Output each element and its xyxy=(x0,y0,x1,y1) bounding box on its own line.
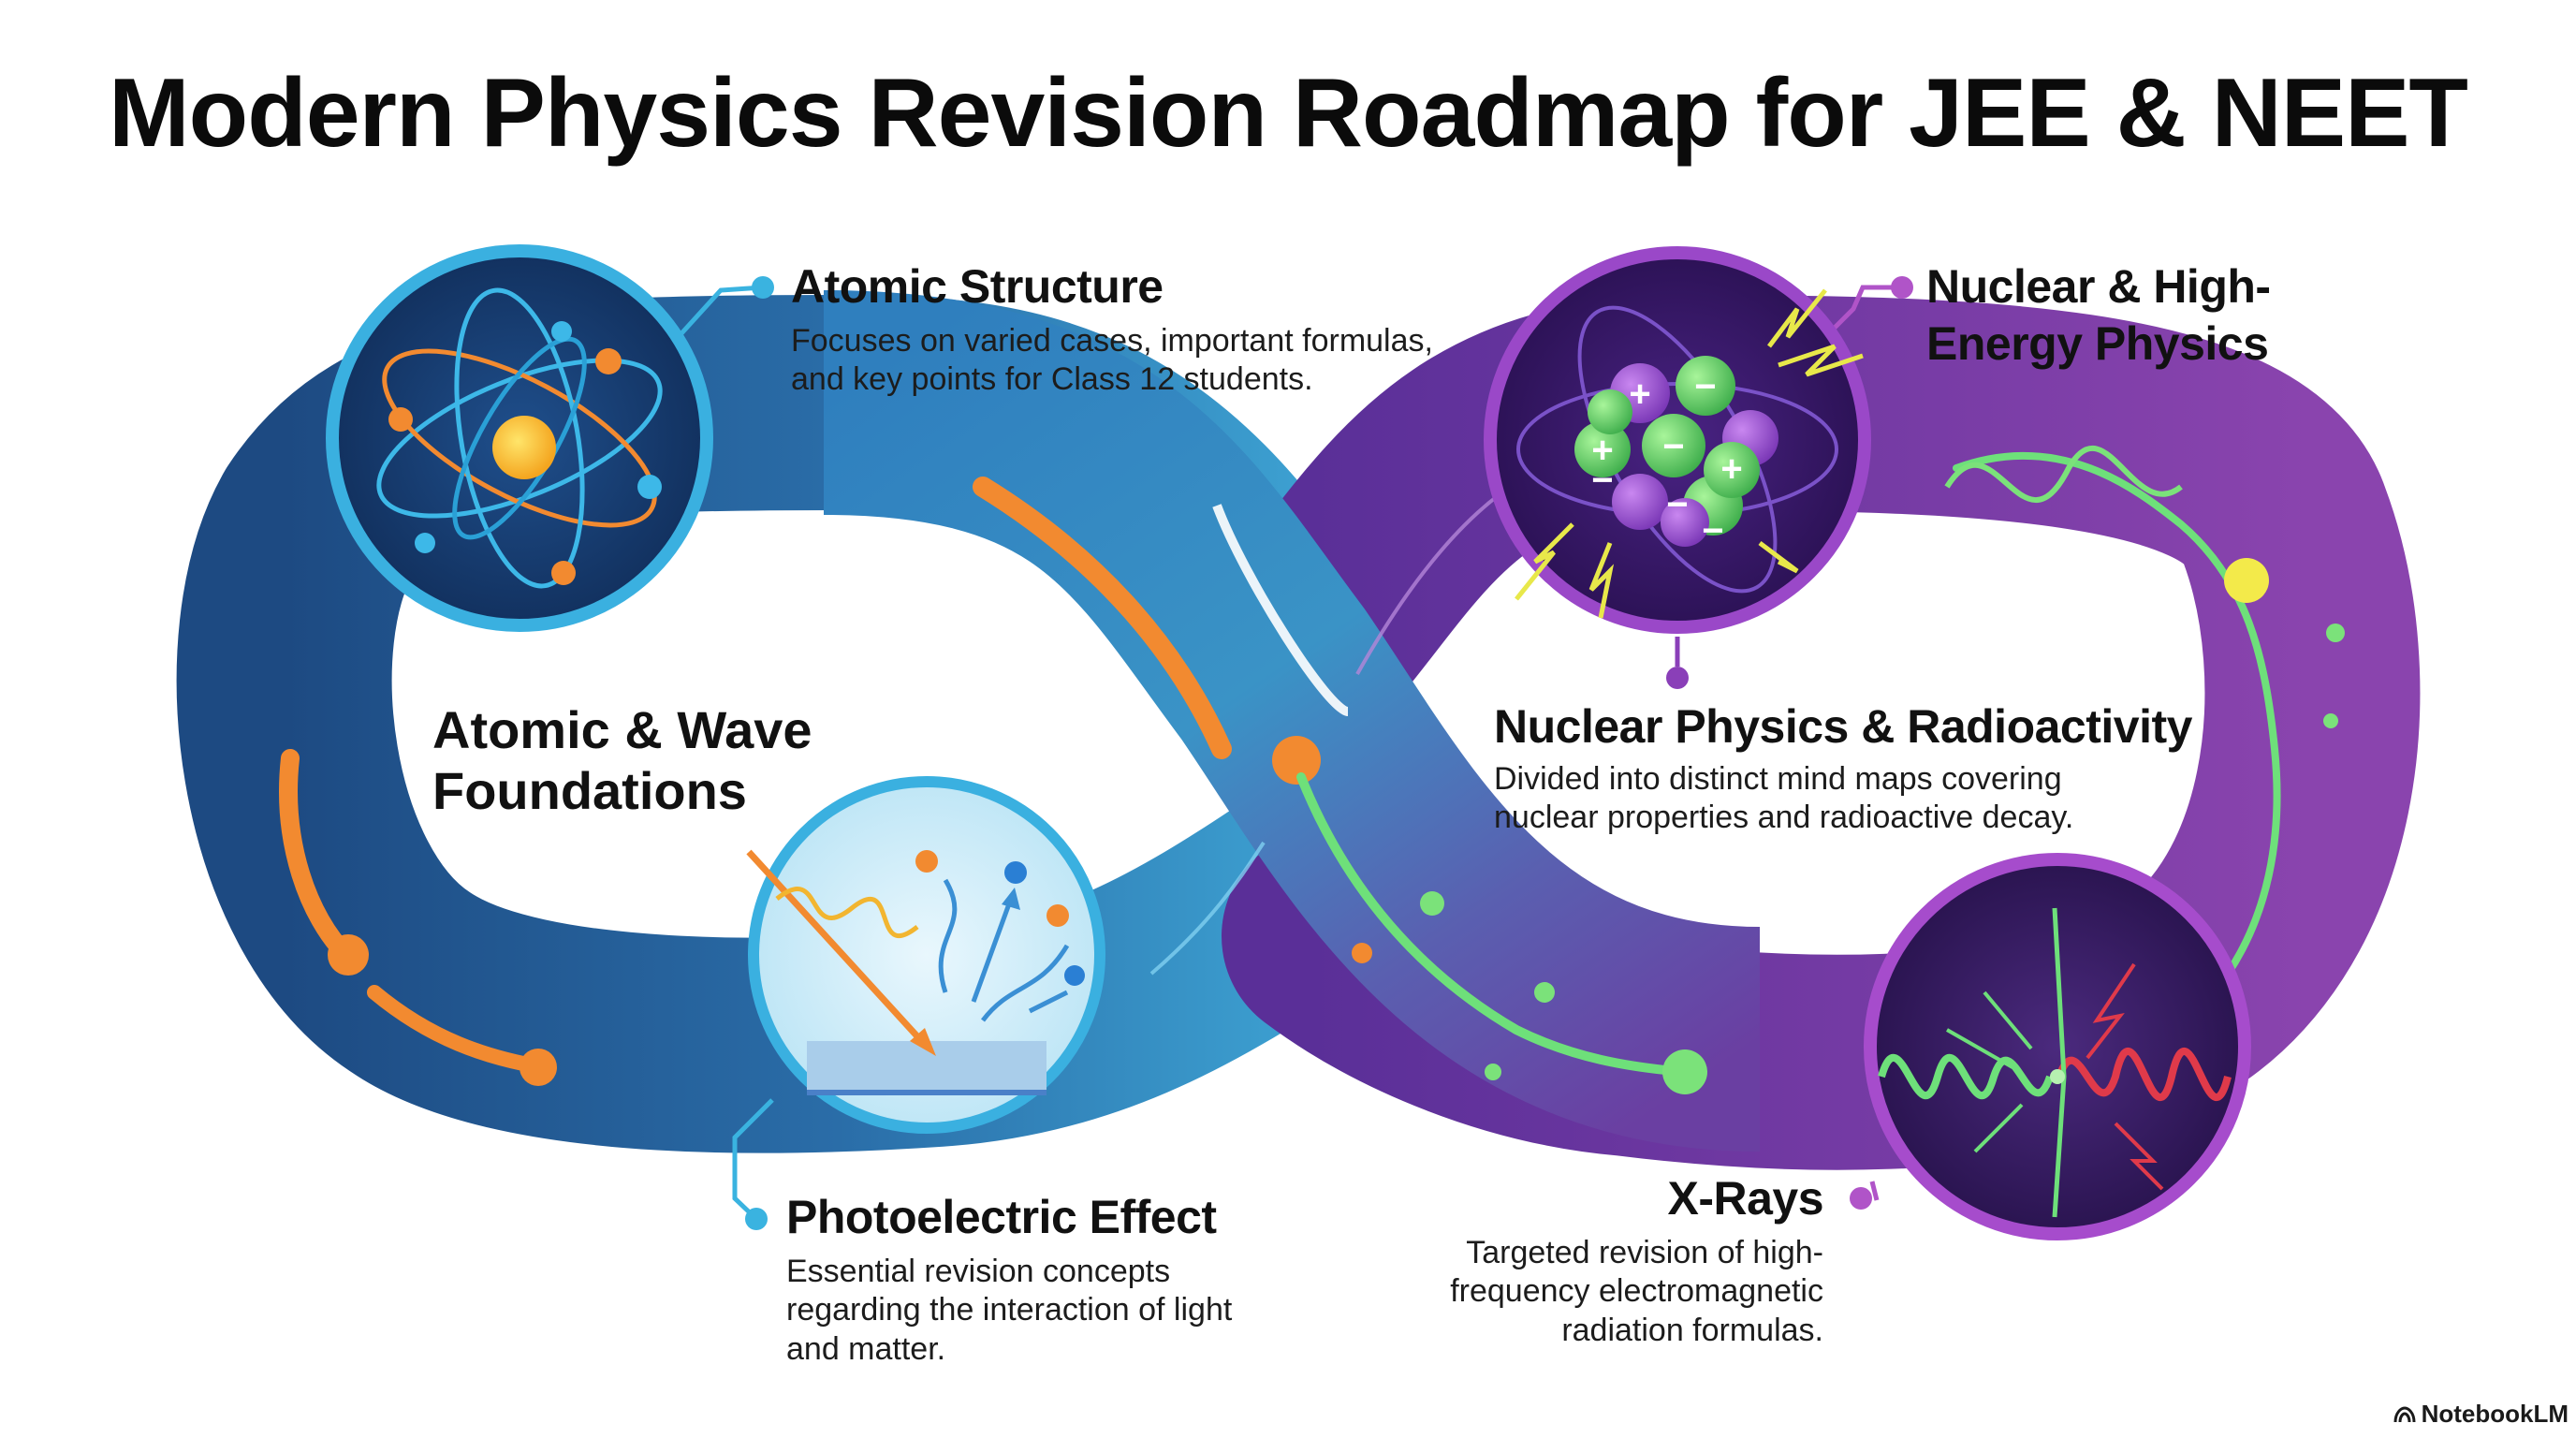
nucleus-sign: − xyxy=(1662,426,1684,467)
atomic-wave-foundations-label: Atomic & Wave Foundations xyxy=(432,700,812,820)
nucleus-sign: + xyxy=(1720,448,1742,490)
green-trail-right xyxy=(1953,451,2281,977)
atomic-structure-desc: Focuses on varied cases, important formu… xyxy=(791,323,1433,398)
nucleus-sign: − xyxy=(1702,510,1723,551)
photoelectric-icon xyxy=(746,776,1105,1134)
atom-icon xyxy=(326,244,713,632)
nucleus-cluster xyxy=(1574,356,1778,547)
nucleus-icon: + − + − − − + − xyxy=(1484,246,1871,634)
xrays-heading: X-Rays xyxy=(1667,1172,1823,1225)
nucleus-sign: + xyxy=(1629,374,1650,415)
photoelectric-heading: Photoelectric Effect xyxy=(786,1191,1217,1243)
orange-streak-center xyxy=(973,477,1232,759)
green-trail-center xyxy=(1296,772,1690,1077)
nucleus-sign: − xyxy=(1666,484,1688,525)
page-title: Modern Physics Revision Roadmap for JEE … xyxy=(109,59,2468,168)
nuclear-radioactivity-heading: Nuclear Physics & Radioactivity xyxy=(1494,700,2192,753)
nucleus-sign: − xyxy=(1694,366,1716,407)
orange-streak-left xyxy=(279,749,356,964)
nucleus-sign: − xyxy=(1591,460,1613,501)
atomic-structure-heading: Atomic Structure xyxy=(791,260,1164,313)
connectors xyxy=(672,276,1913,1230)
notebooklm-logo-icon xyxy=(2393,1405,2416,1422)
nuclear-high-energy-heading: Nuclear & High- Energy Physics xyxy=(1926,260,2271,370)
nucleus-sign: + xyxy=(1591,430,1613,471)
notebooklm-watermark: NotebookLM xyxy=(2393,1400,2569,1429)
wave-burst-icon xyxy=(1864,853,2251,1240)
nuclear-radioactivity-desc: Divided into distinct mind maps covering… xyxy=(1494,761,2074,836)
xrays-desc: Targeted revision of high- frequency ele… xyxy=(1450,1235,1823,1348)
photoelectric-desc: Essential revision concepts regarding th… xyxy=(786,1254,1233,1367)
